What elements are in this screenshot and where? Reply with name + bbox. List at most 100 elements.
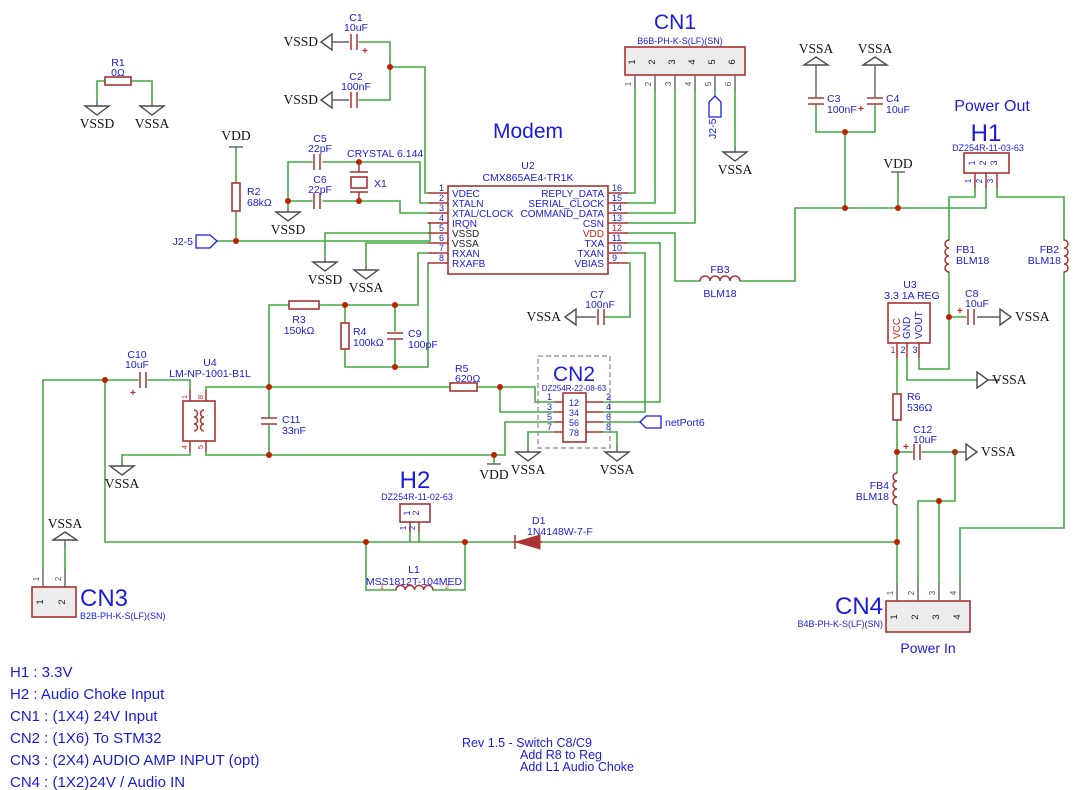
cn2-pin-num: 4 <box>606 402 611 412</box>
u2-pin-name: CSN <box>583 219 604 230</box>
capacitor-c5: C5 22pF <box>308 133 332 170</box>
cn1-pin-num: 2 <box>647 59 658 64</box>
c4-value: 10uF <box>886 104 910 116</box>
vdd-label: VDD <box>883 156 912 171</box>
u2-pin-num: 10 <box>612 243 622 253</box>
u3-value: 3.3 1A REG <box>884 290 939 302</box>
vssa-label: VSSA <box>858 41 893 56</box>
x1-value: CRYSTAL 6.144 <box>347 148 423 160</box>
cn2-pin-num: 5 <box>547 412 552 422</box>
u2-pin-num: 6 <box>439 233 444 243</box>
u2-pin-num: 3 <box>439 203 444 213</box>
u2-pin-num: 13 <box>612 213 622 223</box>
rev-note-line: Rev 1.5 - Switch C8/C9 <box>462 736 592 750</box>
r2-ref: R2 <box>247 186 261 198</box>
net-flag-j2-5-vertical: J2-5 <box>707 95 722 139</box>
h2-stub-num: 2 <box>408 525 417 530</box>
cn1-pin-num: 4 <box>687 59 698 64</box>
capacitor-c1: C1 10uF + VSSD <box>283 12 368 57</box>
vssd-label: VSSD <box>80 116 115 131</box>
cn1-pin-num: 3 <box>667 59 678 64</box>
u4-pin-num: 8 <box>196 395 205 399</box>
ground-vssa-icon: VSSA <box>600 446 635 477</box>
u3-pin-name: VOUT <box>914 311 925 339</box>
h2-ref: H2 <box>400 467 431 494</box>
h1-stub-num: 1 <box>964 178 973 183</box>
cn1-ref: CN1 <box>654 11 696 34</box>
u2-pin-name: REPLY_DATA <box>541 189 604 200</box>
r1-value: 0Ω <box>111 67 125 79</box>
cn4-pin-num: 2 <box>910 614 921 619</box>
legend-line: CN3 : (2X4) AUDIO AMP INPUT (opt) <box>10 752 260 769</box>
transformer-u4: U4 LM-NP-1001-B1L 1 8 4 5 <box>169 357 251 452</box>
u2-pin-num: 8 <box>439 253 444 263</box>
connector-h1: Power Out H1 DZ254R-11-03-63 1 2 3 1 2 3 <box>952 98 1030 188</box>
capacitor-c7: C7 100nF VSSA <box>526 289 615 327</box>
resistor-r2: R2 68kΩ <box>231 182 272 212</box>
l1-pin-num: 2 <box>445 582 449 591</box>
u2-pin-num: 15 <box>612 193 622 203</box>
h1-value: DZ254R-11-03-63 <box>952 143 1024 153</box>
u2-pin-num: 2 <box>439 193 444 203</box>
connector-cn4: 1 2 3 4 1 2 3 4 CN4 B4B-PH-K-S(LF)(SN) P… <box>797 583 971 656</box>
capacitor-c10: C10 10uF + <box>125 349 149 399</box>
vssd-label: VSSD <box>271 222 306 237</box>
c2-value: 100nF <box>341 81 371 93</box>
power-out-title: Power Out <box>954 98 1030 115</box>
cn4-pin-num: 3 <box>931 614 942 619</box>
c5-value: 22pF <box>308 143 332 155</box>
ground-vssd-icon: VSSD <box>80 100 115 131</box>
r6-value: 536Ω <box>907 402 933 414</box>
cn2-pin-num: 2 <box>606 392 611 402</box>
fb4-ref: FB4 <box>870 480 889 492</box>
l1-value: MSS1812T-104MED <box>366 576 463 588</box>
ground-vssd-icon: VSSD <box>308 258 343 287</box>
ic-u3-regulator: U3 3.3 1A REG VCC GND VOUT 1 2 3 <box>884 279 940 358</box>
h1-ref: H1 <box>971 120 1002 147</box>
vssa-label: VSSA <box>511 462 546 477</box>
vssd-label: VSSD <box>283 34 318 49</box>
h1-stub-num: 3 <box>986 178 995 183</box>
u2-pin-num: 9 <box>612 253 617 263</box>
u3-pin-name: VCC <box>892 318 903 339</box>
c6-ref: C6 <box>313 174 327 186</box>
fb4-value: BLM18 <box>856 491 889 503</box>
rev-note-line: Add L1 Audio Choke <box>520 760 634 774</box>
ground-vssd-icon: VSSD <box>271 208 306 237</box>
c8-polarity: + <box>957 306 963 317</box>
c11-value: 33nF <box>282 425 306 437</box>
vssd-label: VSSD <box>308 272 343 287</box>
c6-value: 22pF <box>308 184 332 196</box>
u2-pin-num: 16 <box>612 183 622 193</box>
connector-cn3: 1 2 1 2 CN3 B2B-PH-K-S(LF)(SN) <box>31 570 166 621</box>
r1-ref: R1 <box>111 57 125 69</box>
cn1-stub-num: 5 <box>704 81 713 86</box>
x1-ref: X1 <box>374 178 387 190</box>
u2-pin-num: 1 <box>439 183 444 193</box>
r5-ref: R5 <box>455 363 469 375</box>
resistor-r1: R1 0Ω <box>104 57 132 86</box>
u2-pin-name: VDD <box>583 229 604 240</box>
r4-value: 100kΩ <box>353 337 384 349</box>
fb1-value: BLM18 <box>956 255 989 267</box>
u2-pin-name: TXA <box>585 239 605 250</box>
fb1-ref: FB1 <box>956 244 975 256</box>
c3-ref: C3 <box>827 93 841 105</box>
cn4-pin-num: 1 <box>889 614 900 619</box>
vssa-label: VSSA <box>718 162 753 177</box>
cn2-pin-num: 8 <box>606 422 611 432</box>
net-flag-netport6: netPort6 <box>639 415 705 429</box>
ground-vssa-icon: VSSA <box>105 462 140 491</box>
fb2-value: BLM18 <box>1028 255 1061 267</box>
capacitor-c6: C6 22pF <box>308 174 332 209</box>
c1-value: 10uF <box>344 22 368 34</box>
diode-d1: D1 1N4148W-7-F <box>513 515 593 550</box>
c12-polarity: + <box>903 442 909 453</box>
cn1-pin-num: 5 <box>707 59 718 64</box>
crystal-x1: X1 CRYSTAL 6.144 <box>347 148 423 201</box>
r4-ref: R4 <box>353 326 367 338</box>
ground-vssa-icon: VSSA <box>718 148 753 177</box>
h1-pin-num: 3 <box>989 160 999 165</box>
u2-value: CMX865AE4-TR1K <box>482 172 573 184</box>
